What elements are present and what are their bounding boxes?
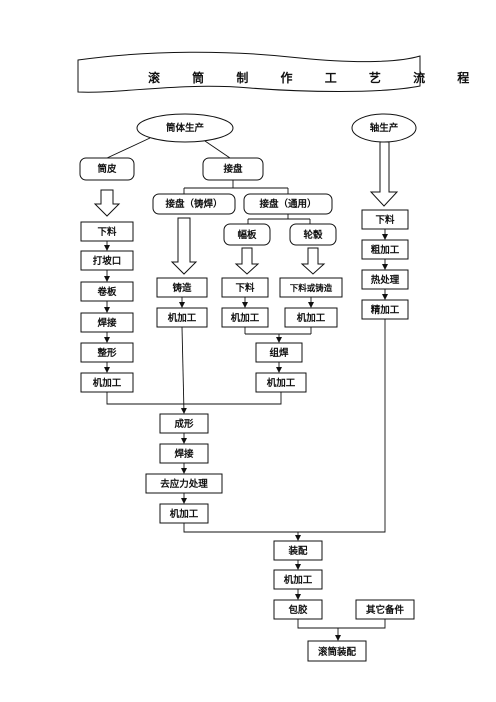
ellipse-tongti (136, 113, 234, 143)
block-arrow-tongpi (93, 189, 121, 217)
edge-merge-zhuangpei (183, 319, 386, 533)
edge-merge-chengxing (106, 392, 282, 405)
label-jijiagong-3: 机加工 (231, 312, 260, 324)
label-tongpi: 筒皮 (96, 163, 117, 175)
label-xialiao-3: 下料 (375, 214, 395, 226)
label-juanban: 卷板 (96, 286, 117, 298)
label-zhou: 轴生产 (370, 122, 399, 134)
label-jiepan: 接盘 (223, 163, 243, 175)
label-guntong: 滚筒装配 (318, 646, 357, 658)
node-guntong (307, 640, 367, 662)
label-qita: 其它备件 (366, 604, 405, 616)
label-hanjie-1: 焊接 (97, 317, 117, 329)
label-jijiagong-5: 机加工 (267, 377, 296, 389)
node-lungu (289, 223, 337, 246)
edge-tongti-jiepan (204, 140, 231, 159)
label-cujiagong: 粗加工 (371, 244, 400, 256)
label-chengxing: 成形 (174, 418, 194, 430)
label-xialiao-2: 下料 (235, 282, 255, 294)
edge-tongyong-split (247, 214, 311, 224)
label-lungu: 轮毂 (303, 229, 323, 241)
label-xialiao-1: 下料 (97, 226, 117, 238)
column-tongpi: 下料 打坡口 卷板 焊接 整形 机加工 (80, 221, 134, 393)
label-zhuzao: 铸造 (172, 282, 192, 294)
edge-jiepan-split (183, 180, 289, 194)
label-jiepan-tongyong: 接盘（通用） (259, 198, 316, 210)
edge-tongti-tongpi (106, 137, 151, 159)
block-arrow-zhou (369, 141, 399, 207)
label-jijiagong-1: 机加工 (93, 377, 122, 389)
label-tongti: 筒体生产 (165, 122, 205, 134)
block-arrow-zhuhan (170, 217, 198, 275)
edge-zhuzao-branch (180, 326, 187, 414)
title-banner (77, 51, 421, 93)
label-jiepan-zhuhan: 接盘（铸焊） (165, 198, 222, 210)
label-hanjie-2: 焊接 (174, 448, 194, 460)
label-fuban: 幅板 (237, 229, 257, 241)
edge-merge-zuhan (244, 327, 312, 335)
label-dapokou: 打坡口 (93, 255, 122, 267)
block-arrow-fuban (234, 247, 260, 275)
block-arrow-lungu (300, 247, 326, 275)
label-jingjiagong: 精加工 (371, 304, 400, 316)
label-baojiao: 包胶 (287, 604, 308, 616)
label-jijiagong-2: 机加工 (168, 312, 197, 324)
label-zuhan: 组焊 (269, 347, 289, 359)
label-xialiao-huo-zhuzao: 下料或铸造 (290, 283, 333, 294)
label-zhengxing: 整形 (96, 347, 117, 359)
node-jiepan-zhuhan (152, 193, 236, 215)
label-jijiagong-4: 机加工 (297, 312, 326, 324)
label-quyingli: 去应力处理 (160, 478, 208, 490)
label-jijiagong-6: 机加工 (170, 508, 199, 520)
label-rechuli: 热处理 (371, 274, 400, 286)
label-zhuangpei: 装配 (287, 545, 308, 557)
label-jijiagong-7: 机加工 (284, 574, 313, 586)
page-title: 滚 筒 制 作 工 艺 流 程 图 (148, 70, 496, 85)
node-fuban (223, 223, 271, 246)
